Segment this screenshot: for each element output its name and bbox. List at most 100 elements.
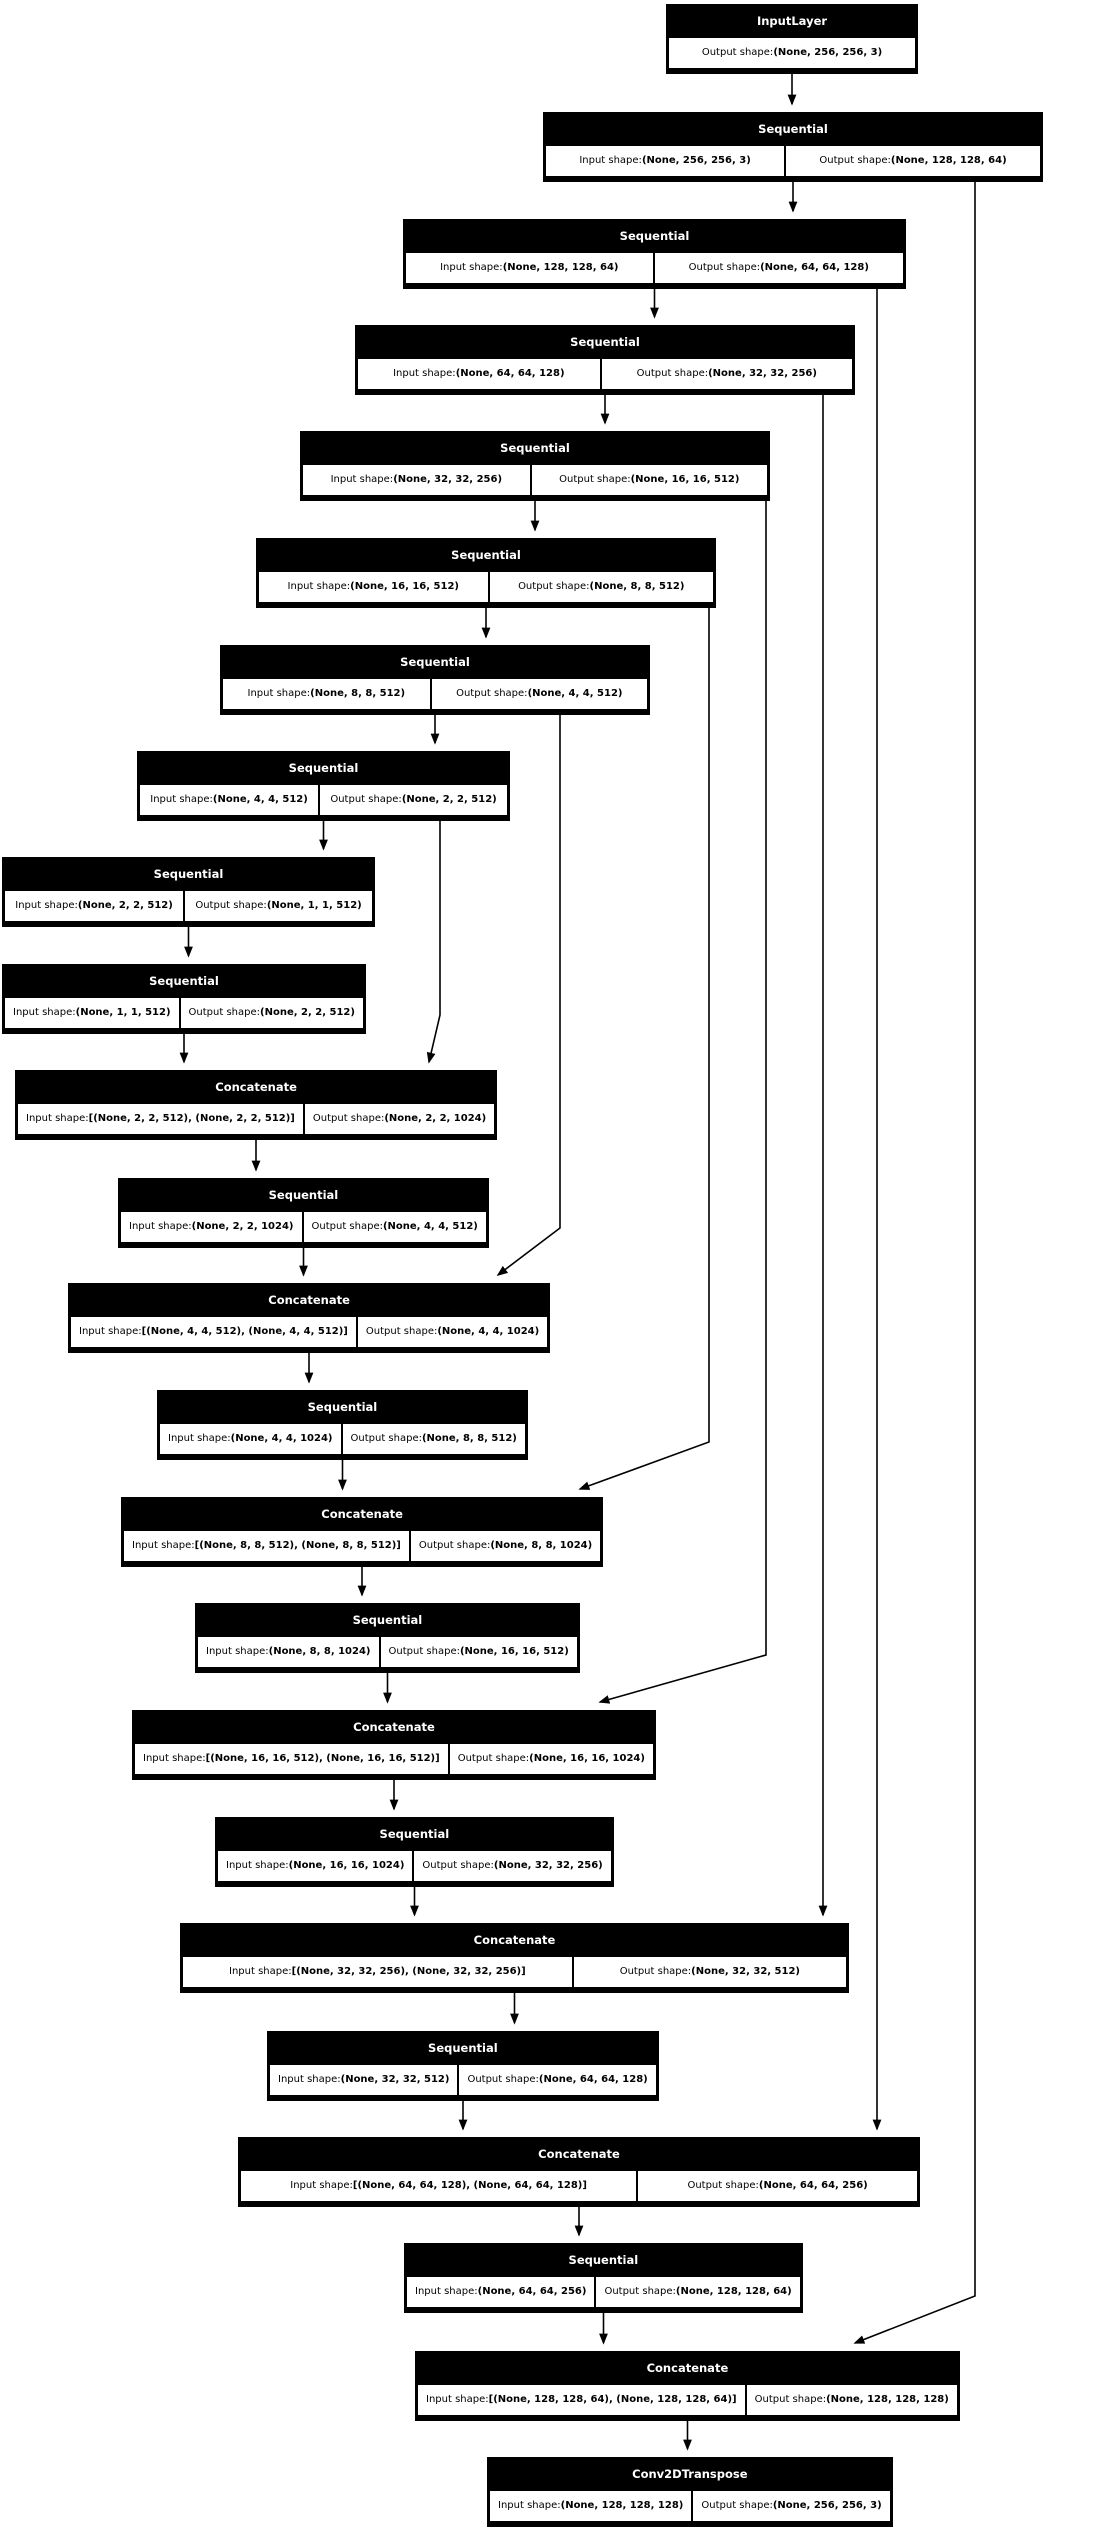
output-shape-cell: Output shape: (None, 4, 4, 512) [430,678,648,710]
output-shape-value: (None, 64, 64, 256) [758,2180,868,2191]
layer-type-label: Sequential [500,441,570,455]
input-shape-prefix: Input shape: [229,1966,292,1977]
output-shape-cell: Output shape: (None, 2, 2, 512) [319,784,508,816]
layer-shape-cells: Input shape: (None, 8, 8, 1024) Output s… [197,1636,578,1668]
layer-type-label: Concatenate [473,1933,556,1947]
output-shape-prefix: Output shape: [195,900,267,911]
layer-type-label: Concatenate [321,1507,403,1521]
input-shape-cell: Input shape: (None, 4, 4, 1024) [159,1423,342,1455]
input-shape-cell: Input shape: (None, 1, 1, 512) [4,997,180,1029]
layer-node-sequential: Sequential Input shape: (None, 2, 2, 512… [2,857,375,927]
output-shape-value: (None, 2, 2, 512) [401,794,497,805]
input-shape-value: (None, 16, 16, 1024) [288,1860,405,1871]
output-shape-value: (None, 4, 4, 512) [382,1221,478,1232]
layer-type-label: Sequential [568,2253,639,2267]
input-shape-cell: Input shape: (None, 2, 2, 1024) [120,1211,303,1243]
output-shape-cell: Output shape: (None, 64, 64, 256) [637,2170,918,2202]
output-shape-cell: Output shape: (None, 2, 2, 512) [179,997,364,1029]
layer-type-label: Sequential [268,1188,339,1202]
layer-node-sequential: Sequential Input shape: (None, 16, 16, 1… [215,1817,614,1887]
input-shape-cell: Input shape: (None, 8, 8, 512) [222,678,431,710]
input-shape-cell: Input shape: [(None, 4, 4, 512), (None, … [70,1316,357,1348]
input-shape-value: (None, 4, 4, 1024) [230,1433,333,1444]
output-shape-prefix: Output shape: [467,2074,539,2085]
layer-type-label: Sequential [451,548,521,562]
output-shape-value: (None, 2, 2, 1024) [384,1113,487,1124]
layer-shape-cells: Input shape: (None, 2, 2, 1024) Output s… [120,1211,487,1243]
output-shape-value: (None, 64, 64, 128) [760,262,869,273]
output-shape-prefix: Output shape: [456,688,528,699]
output-shape-prefix: Output shape: [188,1007,261,1018]
output-shape-prefix: Output shape: [701,2500,773,2511]
output-shape-value: (None, 2, 2, 512) [260,1007,355,1018]
layer-shape-cells: Input shape: (None, 64, 64, 256) Output … [406,2276,801,2308]
layer-shape-cells: Input shape: (None, 16, 16, 1024) Output… [217,1850,612,1882]
output-shape-value: (None, 16, 16, 1024) [529,1753,645,1764]
input-shape-cell: Input shape: (None, 16, 16, 512) [258,571,489,603]
output-shape-cell: Output shape: (None, 1, 1, 512) [184,890,373,922]
edge-skip-connection [426,819,441,1064]
layer-shape-cells: Output shape: (None, 256, 256, 3) [668,37,916,69]
input-shape-prefix: Input shape: [498,2500,561,2511]
output-shape-prefix: Output shape: [518,581,590,592]
output-shape-prefix: Output shape: [365,1326,438,1337]
layer-node-conv2dtranspose: Conv2DTranspose Input shape: (None, 128,… [487,2457,893,2527]
input-shape-cell: Input shape: [(None, 16, 16, 512), (None… [134,1743,449,1775]
output-shape-value: (None, 32, 32, 256) [493,1860,603,1871]
output-shape-value: (None, 16, 16, 512) [630,474,740,485]
output-shape-value: (None, 4, 4, 512) [527,688,623,699]
input-shape-value: (None, 32, 32, 512) [340,2074,450,2085]
input-shape-value: [(None, 4, 4, 512), (None, 4, 4, 512)] [141,1326,348,1337]
input-shape-value: (None, 2, 2, 512) [77,900,173,911]
output-shape-value: (None, 32, 32, 512) [691,1966,800,1977]
layer-type-label: Conv2DTranspose [632,2467,748,2481]
output-shape-cell: Output shape: (None, 8, 8, 512) [341,1423,526,1455]
input-shape-value: (None, 64, 64, 256) [477,2286,587,2297]
input-shape-prefix: Input shape: [330,474,394,485]
output-shape-cell: Output shape: (None, 128, 128, 64) [785,145,1041,177]
input-shape-prefix: Input shape: [168,1433,231,1444]
layer-shape-cells: Input shape: (None, 32, 32, 512) Output … [269,2064,657,2096]
output-shape-prefix: Output shape: [418,1540,491,1551]
layer-type-label: Sequential [570,335,640,349]
input-shape-value: (None, 4, 4, 512) [212,794,308,805]
layer-type-label: InputLayer [756,14,828,28]
layer-node-concatenate: Concatenate Input shape: [(None, 32, 32,… [180,1923,849,1993]
input-shape-prefix: Input shape: [143,1753,206,1764]
output-shape-value: (None, 256, 256, 3) [772,2500,882,2511]
layer-type-label: Sequential [379,1827,450,1841]
layer-shape-cells: Input shape: (None, 256, 256, 3) Output … [545,145,1041,177]
input-shape-cell: Input shape: (None, 32, 32, 256) [302,464,531,496]
input-shape-value: [(None, 8, 8, 512), (None, 8, 8, 512)] [194,1540,401,1551]
input-shape-value: (None, 128, 128, 64) [502,262,619,273]
output-shape-cell: Output shape: (None, 8, 8, 1024) [409,1530,602,1562]
edge-skip-connection [853,180,976,2344]
layer-node-sequential: Sequential Input shape: (None, 16, 16, 5… [256,538,716,608]
layer-type-label: Concatenate [215,1080,297,1094]
input-shape-cell: Input shape: (None, 4, 4, 512) [139,784,320,816]
input-shape-cell: Input shape: (None, 256, 256, 3) [545,145,786,177]
layer-node-concatenate: Concatenate Input shape: [(None, 8, 8, 5… [121,1497,604,1567]
output-shape-prefix: Output shape: [619,1966,692,1977]
layer-shape-cells: Input shape: [(None, 32, 32, 256), (None… [182,1956,847,1988]
input-shape-prefix: Input shape: [206,1646,269,1657]
layer-node-sequential: Sequential Input shape: (None, 256, 256,… [543,112,1043,182]
layer-type-label: Sequential [153,867,224,881]
layer-node-sequential: Sequential Input shape: (None, 2, 2, 102… [118,1178,489,1248]
input-shape-cell: Input shape: (None, 2, 2, 512) [4,890,185,922]
output-shape-prefix: Output shape: [457,1753,530,1764]
input-shape-cell: Input shape: [(None, 64, 64, 128), (None… [240,2170,638,2202]
layer-shape-cells: Input shape: (None, 32, 32, 256) Output … [302,464,768,496]
input-shape-prefix: Input shape: [79,1326,142,1337]
output-shape-prefix: Output shape: [754,2394,827,2405]
input-shape-cell: Input shape: (None, 8, 8, 1024) [197,1636,380,1668]
output-shape-cell: Output shape: (None, 128, 128, 64) [595,2276,801,2308]
edge-skip-connection [578,606,710,1490]
input-shape-cell: Input shape: (None, 128, 128, 64) [405,252,654,284]
output-shape-value: (None, 128, 128, 128) [826,2394,949,2405]
output-shape-value: (None, 1, 1, 512) [266,900,362,911]
layer-shape-cells: Input shape: (None, 2, 2, 512) Output sh… [4,890,373,922]
input-shape-prefix: Input shape: [415,2286,478,2297]
input-shape-value: [(None, 32, 32, 256), (None, 32, 32, 256… [291,1966,526,1977]
